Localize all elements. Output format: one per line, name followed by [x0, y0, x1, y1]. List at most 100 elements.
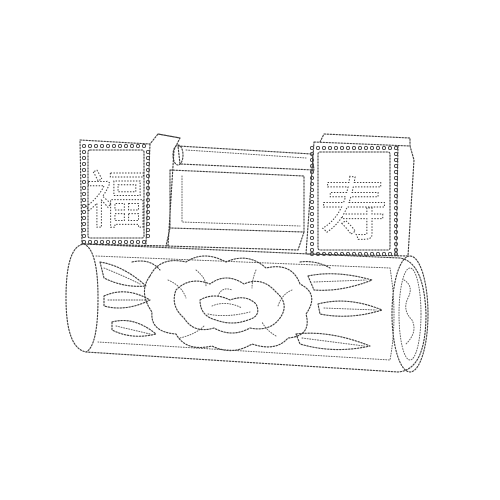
- border-bead: [117, 143, 123, 149]
- border-bead: [309, 223, 315, 229]
- border-bead: [327, 145, 333, 151]
- shou-character: 寿: [320, 172, 388, 251]
- border-bead: [393, 223, 399, 229]
- border-bead: [309, 229, 315, 235]
- border-bead: [321, 251, 327, 257]
- peony-carving: [143, 255, 313, 352]
- border-bead: [145, 185, 151, 191]
- shou-glyph: 寿: [319, 172, 388, 252]
- border-bead: [393, 241, 399, 247]
- border-bead: [145, 209, 151, 215]
- border-bead: [381, 251, 387, 257]
- shackle-rod: [172, 144, 315, 171]
- border-bead: [375, 251, 381, 257]
- border-bead: [393, 145, 399, 151]
- border-bead: [145, 221, 151, 227]
- border-bead: [123, 239, 129, 245]
- border-bead: [309, 211, 315, 217]
- border-bead: [309, 247, 315, 253]
- fu-character: 福: [85, 164, 147, 237]
- border-bead: [81, 233, 87, 239]
- border-bead: [387, 251, 393, 257]
- border-bead: [363, 145, 369, 151]
- border-bead: [309, 205, 315, 211]
- border-bead: [81, 185, 87, 191]
- border-bead: [123, 143, 129, 149]
- border-bead: [393, 211, 399, 217]
- border-bead: [99, 143, 105, 149]
- border-bead: [81, 155, 87, 161]
- border-bead: [309, 151, 315, 157]
- border-bead: [81, 203, 87, 209]
- border-bead: [81, 143, 87, 149]
- border-bead: [309, 187, 315, 193]
- border-bead: [135, 143, 141, 149]
- border-bead: [93, 239, 99, 245]
- border-bead: [99, 239, 105, 245]
- border-bead: [309, 193, 315, 199]
- border-bead: [393, 169, 399, 175]
- border-bead: [81, 179, 87, 185]
- border-bead: [145, 203, 151, 209]
- border-bead: [145, 191, 151, 197]
- border-bead: [129, 143, 135, 149]
- border-bead: [345, 145, 351, 151]
- border-bead: [81, 209, 87, 215]
- leaf-carvings: [99, 260, 383, 351]
- border-bead: [309, 169, 315, 175]
- border-bead: [393, 175, 399, 181]
- border-bead: [315, 145, 321, 151]
- border-bead: [141, 143, 147, 149]
- border-bead: [87, 143, 93, 149]
- border-bead: [381, 145, 387, 151]
- border-bead: [393, 199, 399, 205]
- border-bead: [145, 233, 151, 239]
- border-bead: [309, 145, 315, 151]
- border-bead: [145, 197, 151, 203]
- border-bead: [327, 251, 333, 257]
- border-bead: [321, 145, 327, 151]
- border-bead: [393, 247, 399, 253]
- border-bead: [393, 235, 399, 241]
- border-bead: [393, 193, 399, 199]
- border-bead: [145, 173, 151, 179]
- border-bead: [393, 157, 399, 163]
- border-bead: [393, 181, 399, 187]
- border-bead: [93, 143, 99, 149]
- border-bead: [369, 251, 375, 257]
- border-bead: [393, 217, 399, 223]
- right-block: [305, 133, 415, 257]
- border-bead: [309, 235, 315, 241]
- border-bead: [81, 191, 87, 197]
- border-bead: [339, 145, 345, 151]
- border-bead: [111, 239, 117, 245]
- right-panel-dots: [309, 145, 399, 257]
- left-panel-dots: [81, 143, 151, 245]
- border-bead: [309, 217, 315, 223]
- border-bead: [309, 175, 315, 181]
- border-bead: [145, 167, 151, 173]
- border-bead: [111, 143, 117, 149]
- border-bead: [309, 163, 315, 169]
- border-bead: [333, 145, 339, 151]
- border-bead: [363, 251, 369, 257]
- border-bead: [81, 149, 87, 155]
- border-bead: [393, 151, 399, 157]
- border-bead: [375, 145, 381, 151]
- border-bead: [357, 251, 363, 257]
- border-bead: [309, 181, 315, 187]
- border-bead: [87, 239, 93, 245]
- border-bead: [393, 229, 399, 235]
- border-bead: [145, 215, 151, 221]
- border-bead: [81, 173, 87, 179]
- border-bead: [393, 205, 399, 211]
- fu-glyph: 福: [84, 164, 147, 238]
- border-bead: [369, 145, 375, 151]
- border-bead: [141, 239, 147, 245]
- border-bead: [81, 227, 87, 233]
- border-bead: [309, 199, 315, 205]
- shackle-recess: [165, 169, 305, 251]
- border-bead: [81, 239, 87, 245]
- border-bead: [309, 241, 315, 247]
